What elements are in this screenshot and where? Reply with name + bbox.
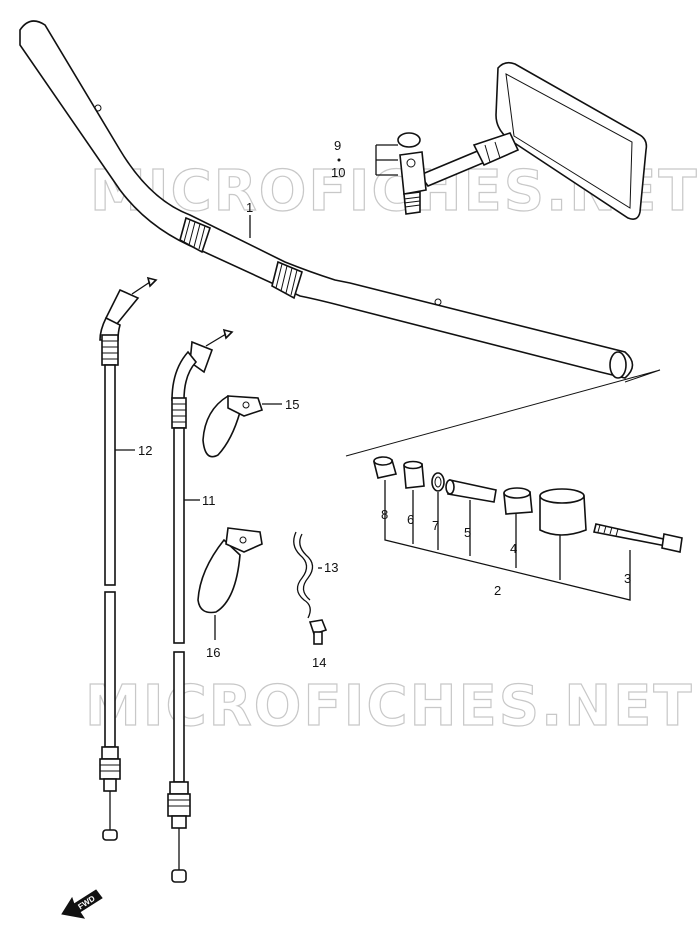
callout-10: 10	[331, 165, 345, 180]
callout-16: 16	[206, 645, 220, 660]
throttle-cable-12	[99, 276, 158, 841]
part-2-weight	[539, 488, 587, 536]
callout-12: 12	[138, 443, 152, 458]
part-5-sleeve	[445, 479, 497, 503]
callout-15: 15	[285, 397, 299, 412]
grip-knurl-2	[271, 260, 303, 300]
screw-14	[308, 619, 328, 645]
wire-clip-13	[293, 531, 314, 619]
mirror-cap	[397, 132, 421, 148]
handlebar	[19, 20, 634, 379]
callout-14: 14	[312, 655, 326, 670]
mirror	[399, 61, 648, 220]
bar-end-parts	[373, 456, 683, 553]
cable-clamp-16	[197, 527, 263, 614]
part-7-washer	[431, 472, 445, 492]
callout-2: 2	[494, 583, 501, 598]
part-8-nut	[373, 456, 398, 479]
watermark-bottom: MICROFICHES.NET	[85, 674, 694, 739]
callout-8: 8	[381, 507, 388, 522]
throttle-cable-11	[167, 328, 234, 883]
forward-arrow-icon: FWD	[61, 889, 103, 919]
part-6-collar	[403, 460, 425, 489]
callout-1: 1	[246, 200, 253, 215]
callout-5: 5	[464, 525, 471, 540]
callout-4: 4	[510, 541, 517, 556]
cable-clamp-15	[202, 394, 264, 458]
callout-7: 7	[432, 518, 439, 533]
grip-knurl-1	[179, 216, 211, 254]
callout-11: 11	[202, 493, 216, 508]
callout-9: 9	[334, 138, 341, 153]
callout-6: 6	[407, 512, 414, 527]
part-3-bolt	[593, 523, 683, 553]
callout-13: 13	[324, 560, 338, 575]
part-4-spacer	[503, 487, 533, 515]
callout-3: 3	[624, 571, 631, 586]
